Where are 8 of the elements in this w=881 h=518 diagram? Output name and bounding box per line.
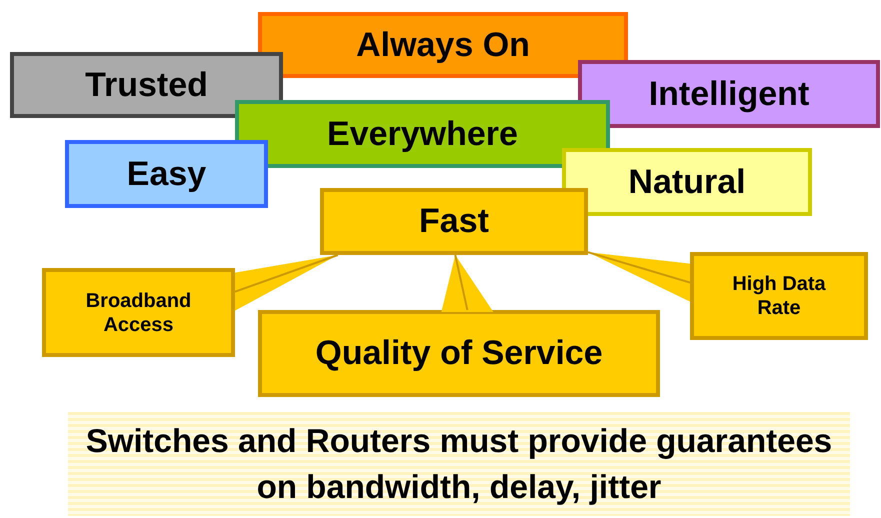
label-box: Easy [65,140,268,208]
label-box: Intelligent [578,60,880,128]
label-box: Everywhere [235,100,610,168]
label-box: Always On [258,12,628,78]
note-text: Switches and Routers must provide guarantees on bandwidth, delay, jitter [68,412,850,516]
label-box: Trusted [10,52,283,118]
label-box: Natural [562,148,812,216]
callout-box: Broadband Access [42,268,235,357]
